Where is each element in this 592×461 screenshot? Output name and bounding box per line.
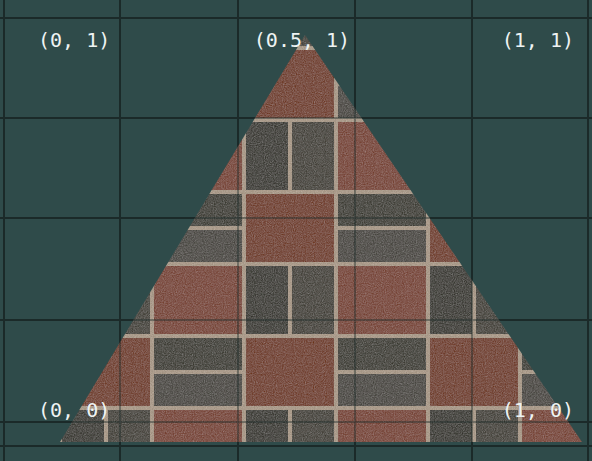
- coordinate-label: (0, 1): [38, 28, 110, 52]
- coordinate-label: (0.5, 1): [254, 28, 350, 52]
- coordinate-label: (1, 1): [502, 28, 574, 52]
- coordinate-label: (1, 0): [502, 398, 574, 422]
- coordinate-label: (0, 0): [38, 398, 110, 422]
